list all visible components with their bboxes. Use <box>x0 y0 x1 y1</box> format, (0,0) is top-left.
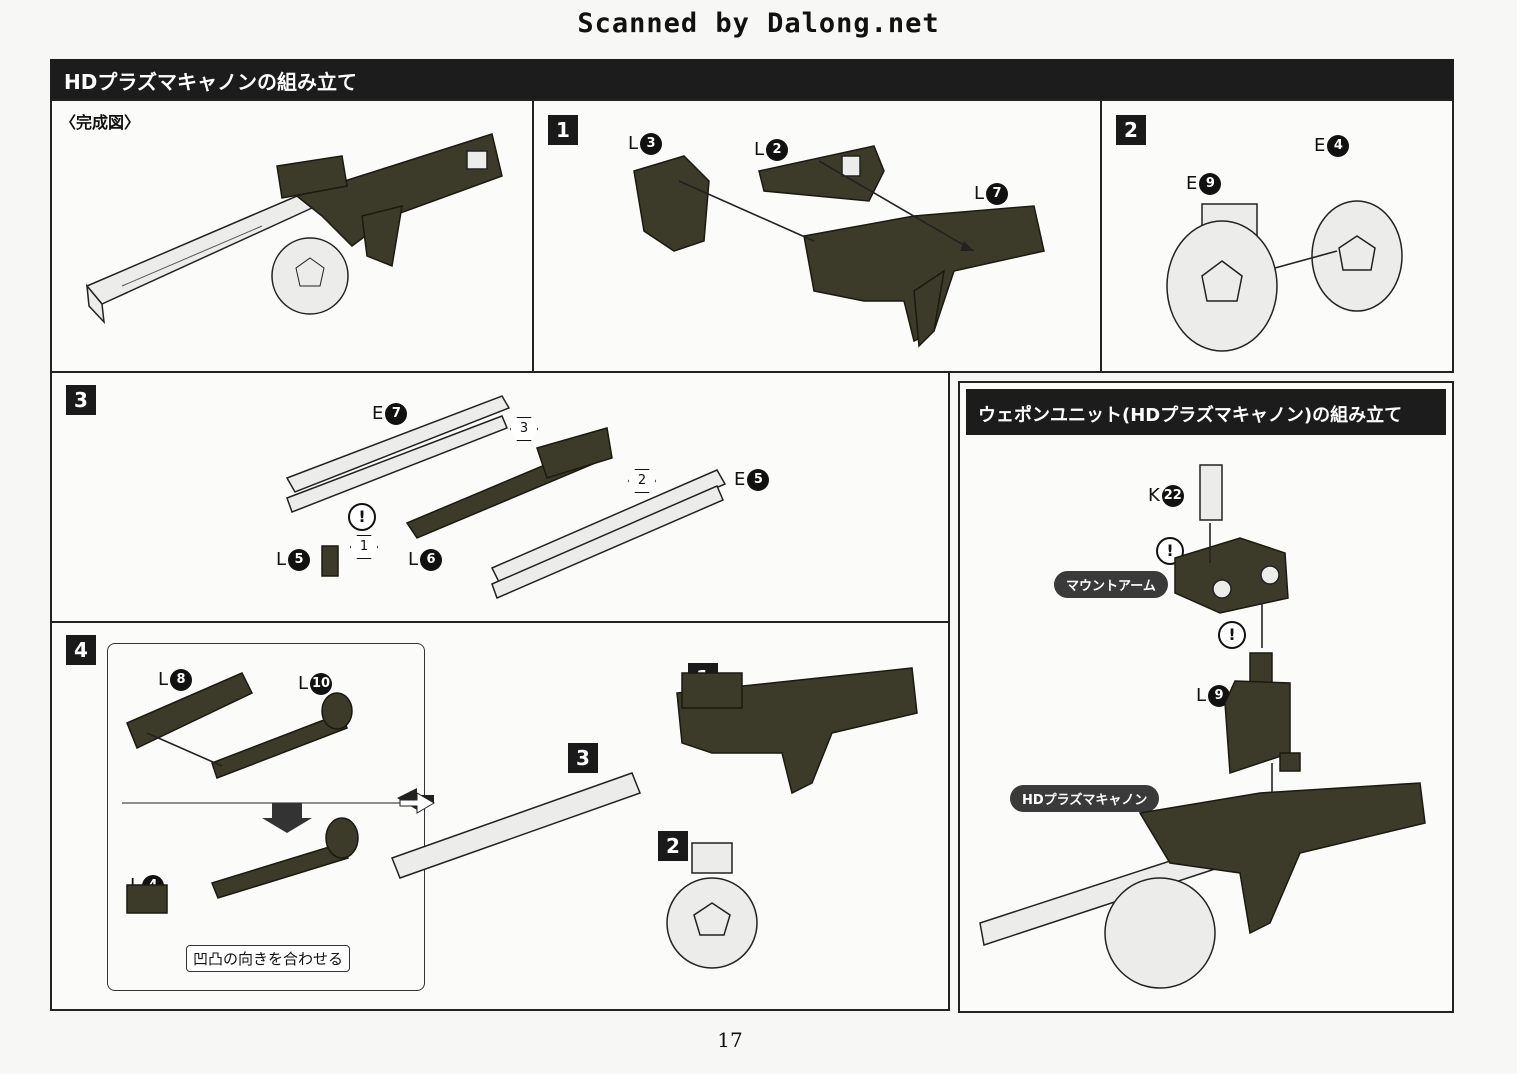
step-number: 2 <box>1116 115 1146 145</box>
alignment-note: 凹凸の向きを合わせる <box>186 945 351 972</box>
weapon-unit-title-bar: ウェポンユニット(HDプラズマキャノン)の組み立て <box>966 389 1446 435</box>
step-number: 3 <box>66 385 96 415</box>
step-1-illustration <box>633 145 1045 348</box>
step-3-illustration <box>285 395 727 600</box>
mount-arm-label: マウントアーム <box>1054 571 1168 598</box>
caution-icon-bottom: ! <box>1218 621 1246 649</box>
section-title-bar: HDプラズマキャノンの組み立て <box>50 59 1454 99</box>
sub-step-ref-3: 3 <box>568 743 598 773</box>
step-number: 1 <box>548 115 578 145</box>
weapon-unit-illustration <box>979 464 1426 989</box>
order-marker-3: 3 <box>510 417 538 441</box>
completed-cannon-illustration <box>85 133 503 325</box>
caution-icon: ! <box>348 503 376 531</box>
sub-step-ref-2: 2 <box>658 831 688 861</box>
page-number: 17 <box>717 1028 743 1052</box>
step-4-panel: 4 L8 L10 L4 凹凸の向きを合わせる 1 3 2 <box>50 621 950 1011</box>
weapon-unit-title: ウェポンユニット(HDプラズマキャノン)の組み立て <box>978 405 1403 426</box>
step-number: 4 <box>66 635 96 665</box>
sub-assembly-box <box>107 643 425 991</box>
cannon-label: HDプラズマキャノン <box>1010 785 1160 812</box>
order-marker-2: 2 <box>628 469 656 493</box>
completed-view-panel: 〈完成図〉 <box>50 99 534 373</box>
completed-view-label: 〈完成図〉 <box>60 113 141 132</box>
step-2-illustration <box>1166 200 1403 352</box>
section-title: HDプラズマキャノンの組み立て <box>64 70 357 94</box>
step-4-illustration <box>122 667 918 969</box>
scanner-watermark: Scanned by Dalong.net <box>577 8 940 39</box>
